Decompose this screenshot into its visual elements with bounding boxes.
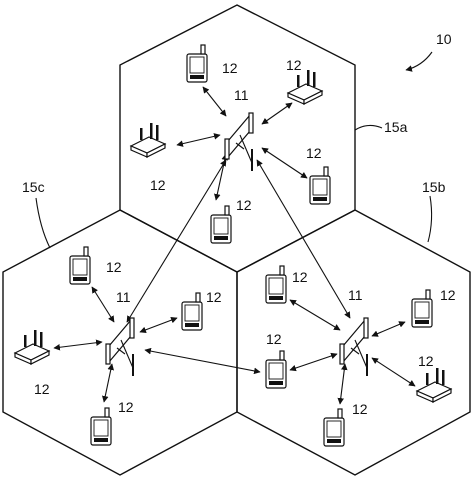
- base-station-label-15b: 11: [348, 287, 363, 303]
- terminal-router-15b: 12: [416, 353, 452, 403]
- terminal-label: 12: [266, 331, 282, 347]
- terminal-router-15a-left: 12: [130, 122, 166, 193]
- terminal-phone-15c-right: 12: [181, 289, 222, 331]
- link-15a-bottom-phone: [214, 153, 228, 201]
- terminal-label: 12: [292, 269, 308, 285]
- terminal-phone-15a-top: 12: [186, 44, 238, 83]
- terminal-label: 12: [352, 401, 368, 417]
- terminal-label: 12: [440, 287, 456, 303]
- terminal-label: 12: [150, 177, 166, 193]
- figure-reference-arrow: [405, 51, 433, 72]
- link-15a-right-phone: [261, 147, 308, 179]
- terminal-phone-15b-left: 12: [265, 331, 287, 389]
- terminal-label: 12: [106, 259, 122, 275]
- link-15a-router-right: [261, 102, 293, 125]
- terminal-label: 12: [34, 381, 50, 397]
- cell-15b-leader: [427, 195, 433, 243]
- link-15a-top-phone: [202, 86, 227, 117]
- terminal-label: 12: [418, 353, 434, 369]
- terminal-phone-15b-bottom: 12: [323, 401, 368, 447]
- terminal-phone-15c-bottom: 12: [90, 399, 134, 446]
- terminal-label: 12: [286, 57, 302, 73]
- link-15c-bottom-phone: [101, 363, 115, 403]
- link-15c-right-phone: [139, 317, 178, 333]
- link-15c-top-phone: [91, 286, 115, 323]
- base-station-15c: 11: [105, 289, 135, 377]
- terminal-router-15c: 12: [14, 329, 50, 397]
- link-15b-router: [371, 357, 416, 387]
- base-station-15b: 11: [339, 287, 369, 377]
- cell-15a-leader: [354, 124, 383, 131]
- link-bs-15a-to-bs-15b: [256, 159, 351, 319]
- terminal-phone-15b-top: 12: [265, 265, 308, 304]
- terminal-phone-15b-right: 12: [411, 287, 456, 328]
- terminal-label: 12: [222, 60, 238, 76]
- terminal-label: 12: [206, 289, 222, 305]
- terminal-phone-15c-top: 12: [69, 246, 122, 285]
- terminal-label: 12: [118, 399, 134, 415]
- cell-label-15c: 15c: [22, 179, 45, 195]
- terminal-router-15a-right: 12: [286, 57, 323, 105]
- terminal-phone-15a-bottom: 12: [210, 197, 252, 244]
- link-bs-15a-to-bs-15c: [126, 159, 227, 323]
- base-station-15a: 11: [224, 87, 254, 172]
- terminal-label: 12: [306, 145, 322, 161]
- cell-label-15a: 15a: [384, 119, 408, 135]
- terminal-label: 12: [236, 197, 252, 213]
- link-15b-right-phone: [371, 321, 406, 337]
- base-station-label-15c: 11: [116, 289, 131, 305]
- link-15b-top-phone: [289, 299, 341, 331]
- cell-15c-leader: [35, 197, 51, 249]
- terminal-phone-15a-right: 12: [306, 145, 331, 205]
- cell-label-15b: 15b: [422, 179, 446, 195]
- cell-15b-hexagon: [236, 209, 471, 476]
- figure-reference-label: 10: [436, 31, 452, 47]
- link-15b-bottom-phone: [337, 363, 348, 405]
- link-15b-left-phone: [289, 352, 338, 372]
- link-15a-router-left: [176, 133, 221, 147]
- link-15c-router: [53, 339, 103, 351]
- link-bs-15c-to-15b-phone: [144, 347, 261, 375]
- radio-links: [53, 86, 416, 405]
- base-station-label-15a: 11: [234, 87, 249, 103]
